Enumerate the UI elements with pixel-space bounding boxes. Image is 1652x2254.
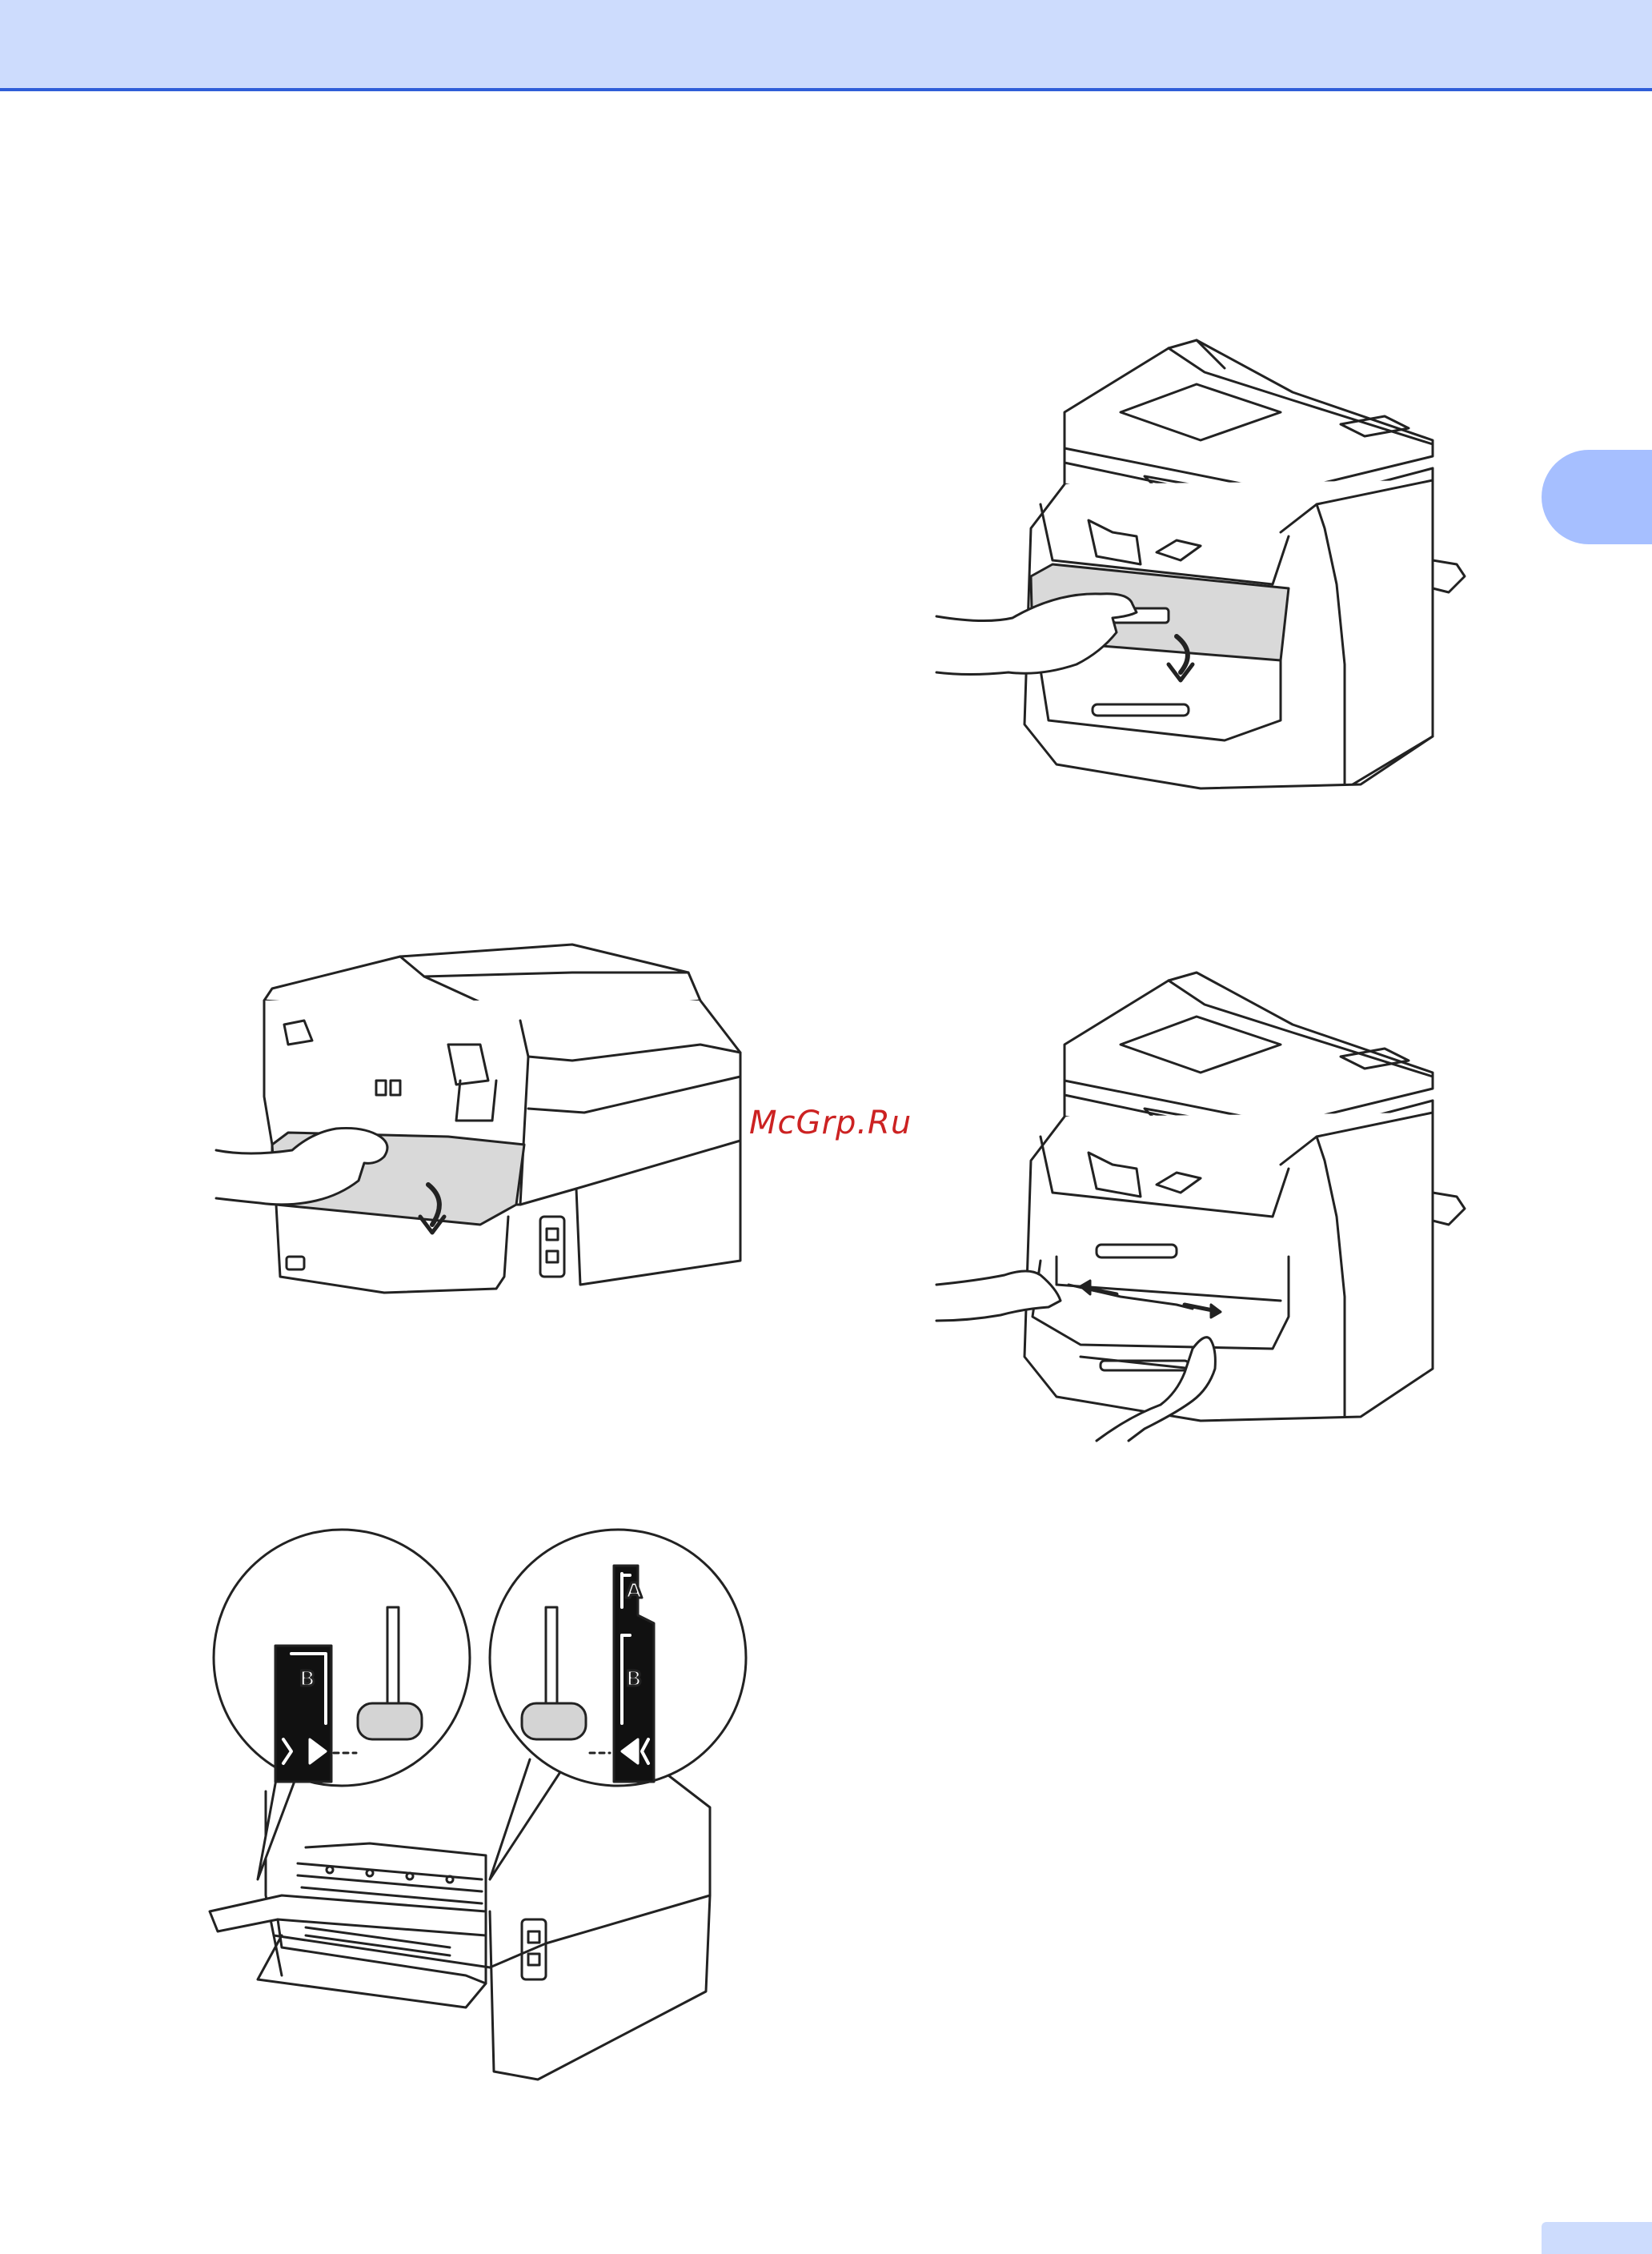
right-lever-label-a: A (626, 1579, 642, 1603)
page-number-tab (1542, 2222, 1652, 2254)
printer-back-open-cover-illustration (216, 941, 752, 1373)
chapter-tab[interactable] (1542, 450, 1652, 544)
right-lever-label-b: B (626, 1667, 642, 1691)
header-band (0, 0, 1652, 91)
printer-front-paper-guides-illustration (936, 981, 1497, 1445)
printer-back-levers-illustration: B A B (210, 1559, 770, 2088)
left-lever-label-b: B (299, 1667, 315, 1691)
watermark-text: McGrp.Ru (749, 1105, 912, 1141)
printer-front-open-cover-illustration (936, 336, 1497, 800)
